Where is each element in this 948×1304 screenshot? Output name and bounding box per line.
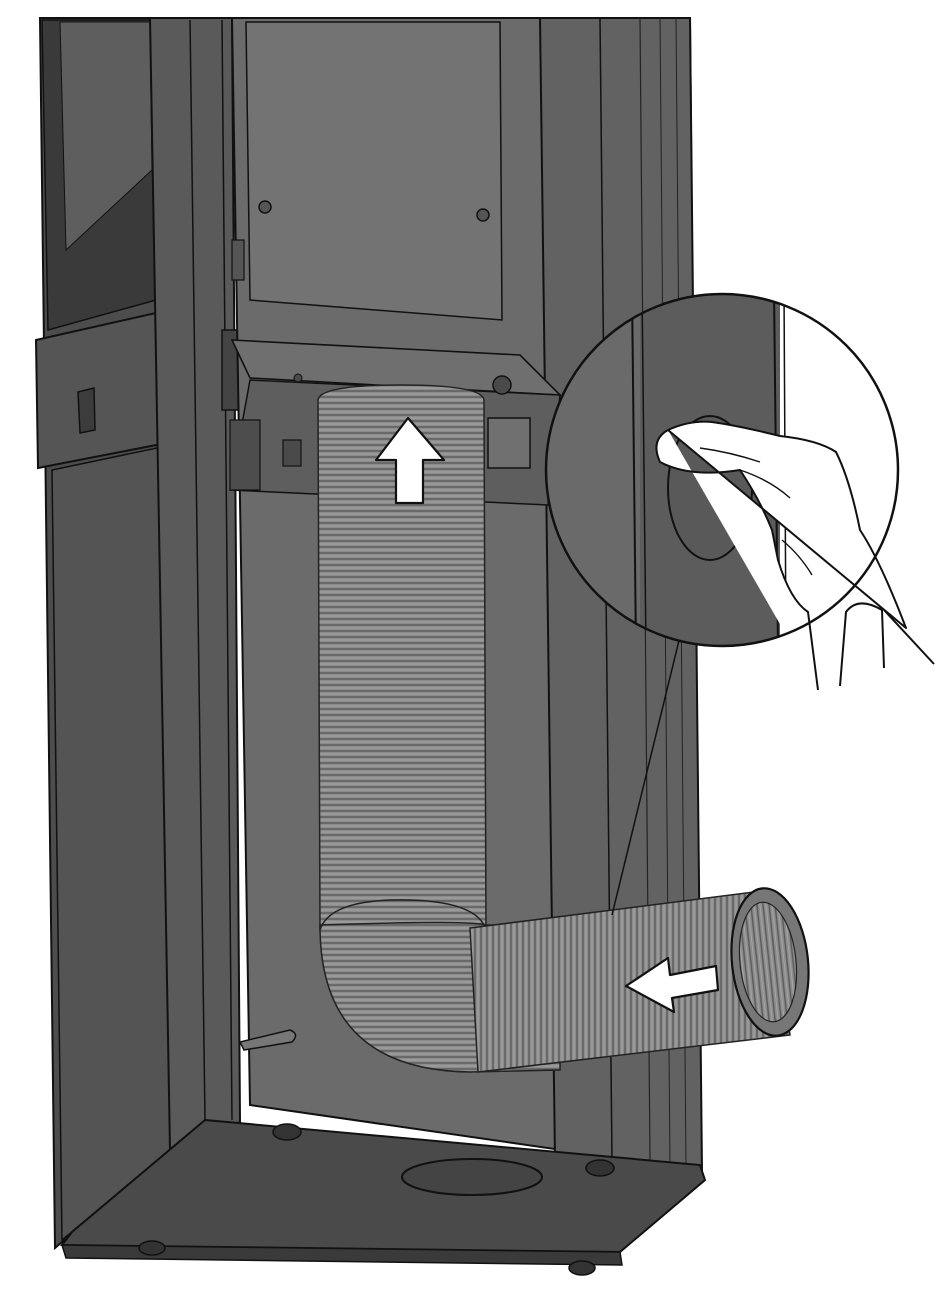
foot-3: [138, 1240, 166, 1256]
foot-1: [272, 1123, 302, 1141]
base-plate: [59, 1118, 707, 1276]
hand-icon: [655, 420, 935, 691]
lower-bracket: [238, 1029, 297, 1051]
screw-right: [476, 208, 490, 222]
screw-left: [258, 200, 272, 214]
base-opening: [401, 1158, 543, 1196]
arrow-left-icon: [624, 956, 720, 1014]
flexible-duct: [317, 384, 810, 1073]
front-frame-pillars: [148, 17, 243, 1152]
foot-2: [585, 1159, 615, 1177]
foot-4: [568, 1260, 596, 1276]
zoom-leader-line: [611, 619, 685, 916]
arrow-up-icon: [374, 416, 446, 505]
